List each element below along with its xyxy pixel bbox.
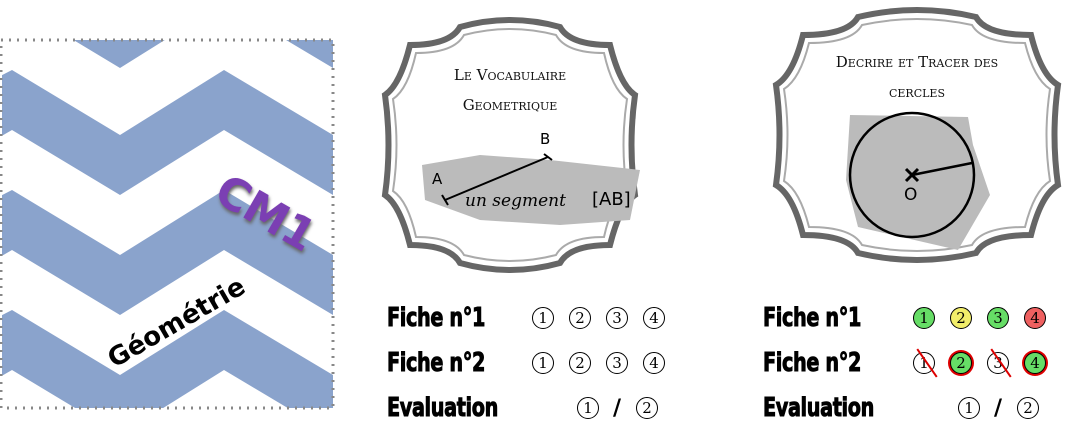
- gray-shape: [422, 155, 640, 225]
- row-label: Fiche n°1: [387, 303, 486, 334]
- exercise-1-green[interactable]: 1: [913, 307, 935, 329]
- radius-line: [911, 161, 973, 177]
- point-b-label: B: [540, 130, 551, 148]
- exercise-4-circled[interactable]: 4: [1024, 352, 1046, 374]
- exercise-2-yellow[interactable]: 2: [950, 307, 972, 329]
- separator: /: [994, 395, 1003, 421]
- exercise-4-red[interactable]: 4: [1024, 307, 1046, 329]
- exercise-3-green[interactable]: 3: [987, 307, 1009, 329]
- exercise-1[interactable]: 1: [532, 352, 554, 374]
- evaluation-2[interactable]: 2: [636, 397, 659, 419]
- evaluation-2[interactable]: 2: [1017, 397, 1040, 419]
- point-a-label: A: [432, 170, 443, 188]
- center-label: O: [904, 185, 918, 205]
- segment-caption: un segment: [465, 191, 566, 211]
- gray-shape: [846, 115, 990, 250]
- row-label: Evaluation: [387, 393, 499, 424]
- exercise-4[interactable]: 4: [643, 307, 665, 329]
- row-label: Fiche n°2: [763, 348, 862, 379]
- evaluation-1[interactable]: 1: [958, 397, 980, 419]
- exercise-2-circled[interactable]: 2: [950, 352, 972, 374]
- segment-ab: [444, 156, 549, 201]
- exercise-2[interactable]: 2: [569, 307, 591, 329]
- exercise-2[interactable]: 2: [569, 352, 591, 374]
- segment-notation: [AB]: [592, 189, 631, 210]
- evaluation-1[interactable]: 1: [577, 397, 599, 419]
- cover-panel: CM1 Géométrie: [0, 38, 335, 410]
- exercise-3[interactable]: 3: [606, 307, 628, 329]
- frame-border: [381, 17, 640, 273]
- exercise-1[interactable]: 1: [532, 307, 554, 329]
- row-label: Evaluation: [763, 393, 875, 424]
- row-evaluation: Evaluation 1 / 2: [387, 390, 659, 426]
- center-mark: [904, 167, 920, 183]
- row-evaluation: Evaluation 1 / 2: [763, 390, 1040, 426]
- exercise-4[interactable]: 4: [643, 352, 665, 374]
- exercise-3-crossed[interactable]: 3: [987, 352, 1009, 374]
- circle-shape: [848, 111, 976, 239]
- chevron-pattern: [0, 38, 335, 410]
- separator: /: [613, 395, 622, 421]
- row-label: Fiche n°1: [763, 303, 862, 334]
- row-label: Fiche n°2: [387, 348, 486, 379]
- frame-border: [772, 7, 1062, 263]
- exercise-3[interactable]: 3: [606, 352, 628, 374]
- exercise-1-crossed[interactable]: 1: [913, 352, 935, 374]
